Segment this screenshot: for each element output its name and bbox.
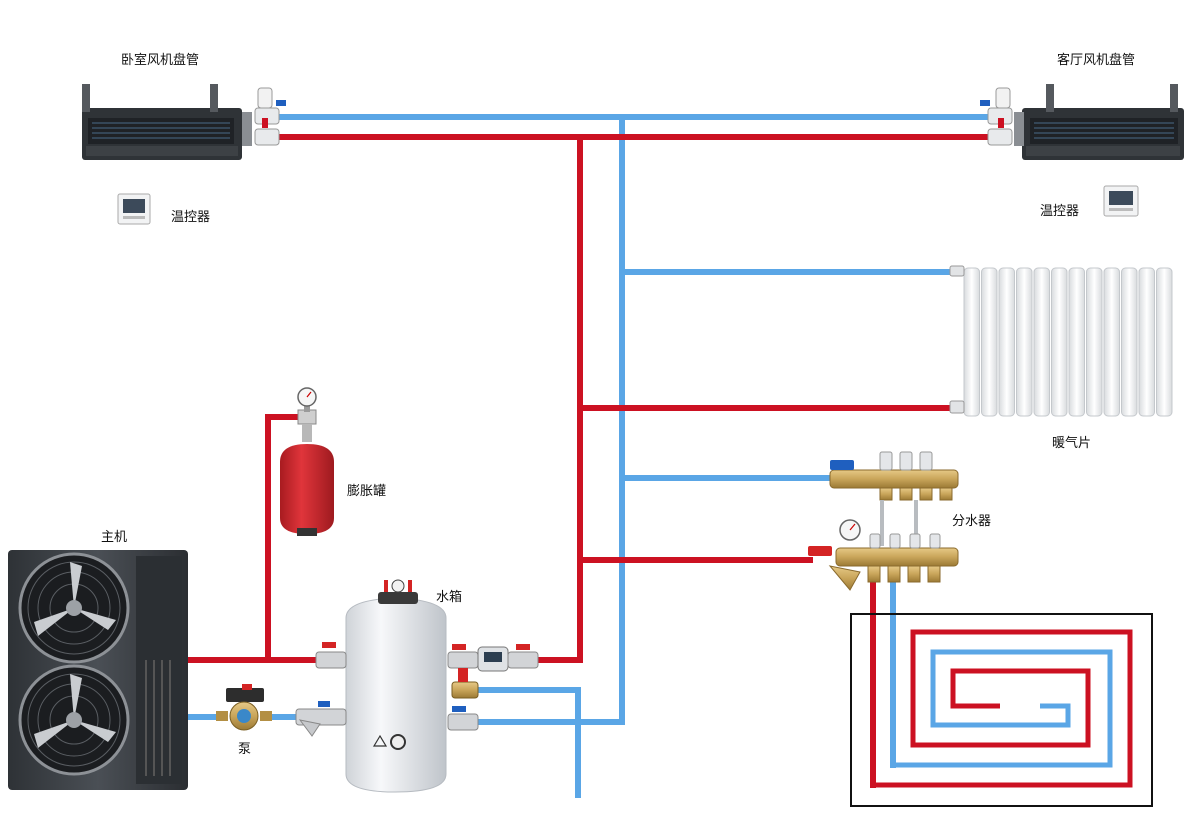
pump — [216, 684, 272, 731]
floor-heating-frame — [850, 613, 1153, 807]
cold-pipes — [187, 114, 993, 798]
valve-icon — [315, 651, 347, 669]
living-fan-coil — [1014, 84, 1184, 160]
expansion-tank-icon — [280, 444, 334, 534]
radiator-fin — [1121, 267, 1138, 417]
radiator-fin — [1016, 267, 1033, 417]
valve-icon — [447, 713, 479, 731]
host-unit — [8, 550, 188, 790]
radiator — [949, 265, 1173, 417]
radiator-fin — [981, 267, 998, 417]
living-fan-coil-valves — [980, 87, 1013, 146]
radiator-fin — [1051, 267, 1068, 417]
bedroom-fan-coil-valves — [254, 87, 286, 146]
valve-icon — [447, 651, 479, 669]
floor-heating-coil-icon — [873, 629, 1133, 788]
water-tank — [345, 579, 447, 793]
expansion-tank-label: 膨胀罐 — [347, 484, 387, 499]
hot-expansion-line — [265, 414, 303, 663]
hot-pipes — [187, 134, 993, 788]
radiator-icon — [963, 267, 1173, 417]
radiator-fin — [1033, 267, 1050, 417]
radiator-fin — [1068, 267, 1085, 417]
pressure-gauge-icon — [391, 579, 405, 593]
radiator-fin — [963, 267, 980, 417]
manifold — [808, 451, 959, 591]
fan-upper — [18, 552, 130, 664]
radiator-fin — [998, 267, 1015, 417]
tank-valves-right — [447, 644, 539, 731]
floor-heating — [850, 613, 1153, 807]
thermostat-left — [117, 193, 151, 225]
cold-tank-outlet — [475, 687, 581, 798]
valve-icon — [507, 651, 539, 669]
pump-label: 泵 — [238, 742, 252, 757]
valve-icon — [295, 708, 347, 726]
manifold-icon — [829, 469, 959, 489]
bedroom-fan-coil — [82, 84, 252, 160]
water-tank-icon — [345, 597, 447, 793]
expansion-tank — [280, 387, 334, 536]
radiator-label: 暖气片 — [1052, 436, 1092, 451]
radiator-fin — [1138, 267, 1155, 417]
tank-valves-left — [295, 642, 347, 737]
radiator-fin — [1103, 267, 1120, 417]
bedroom-fan-coil-label: 卧室风机盘管 — [121, 53, 200, 68]
radiator-fin — [1086, 267, 1103, 417]
thermostat-right-label: 温控器 — [1040, 204, 1080, 219]
living-fan-coil-label: 客厅风机盘管 — [1057, 53, 1136, 68]
manifold-label: 分水器 — [952, 514, 992, 529]
radiator-fin — [1156, 267, 1173, 417]
water-tank-label: 水箱 — [436, 590, 463, 605]
thermostat-left-label: 温控器 — [171, 210, 211, 225]
thermostat-right — [1103, 185, 1139, 217]
host-unit-label: 主机 — [101, 530, 128, 545]
fan-lower — [18, 664, 130, 776]
